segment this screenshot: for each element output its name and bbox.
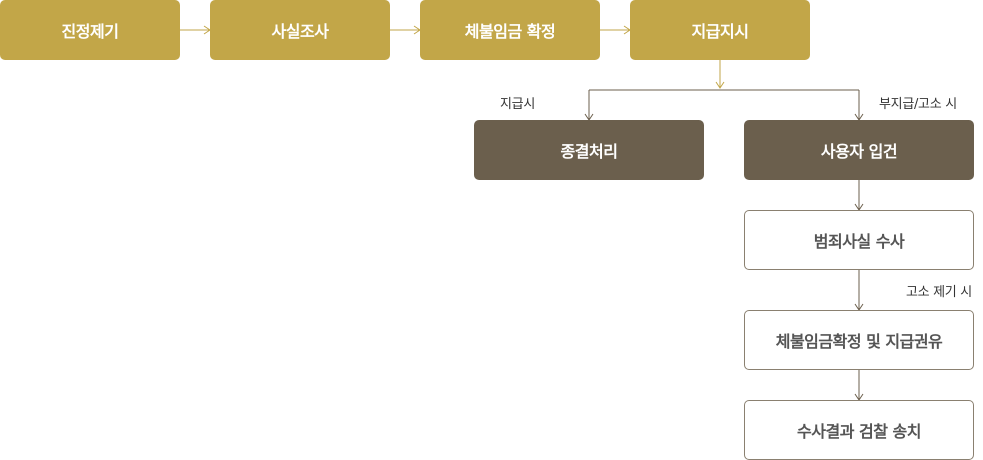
- box-label: 사용자 입건: [820, 142, 898, 161]
- investigation-arrow-2: [854, 270, 864, 311]
- step-label: 사실조사: [271, 22, 329, 41]
- box-wage-confirm-recommend: 체불임금확정 및 지급권유: [744, 310, 974, 370]
- box-label: 체불임금확정 및 지급권유: [775, 332, 943, 351]
- investigation-arrow-1: [854, 180, 864, 211]
- investigation-arrow-3: [854, 370, 864, 401]
- step-arrow-3: [600, 25, 631, 35]
- box-label: 범죄사실 수사: [813, 232, 905, 251]
- branch-label-paid: 지급시: [500, 97, 535, 112]
- step-arrow-1: [180, 25, 211, 35]
- complaint-filed-label: 고소 제기 시: [906, 285, 972, 300]
- step-wage-confirmation: 체불임금 확정: [420, 0, 600, 60]
- step-fact-investigation: 사실조사: [210, 0, 390, 60]
- step-payment-order: 지급지시: [630, 0, 810, 60]
- box-label: 종결처리: [560, 142, 618, 161]
- step-arrow-2: [390, 25, 421, 35]
- box-employer-booked: 사용자 입건: [744, 120, 974, 180]
- box-crime-investigation: 범죄사실 수사: [744, 210, 974, 270]
- step-label: 지급지시: [691, 22, 749, 41]
- branch-label-unpaid: 부지급/고소 시: [879, 97, 957, 112]
- step-label: 진정제기: [61, 22, 119, 41]
- box-label: 수사결과 검찰 송치: [797, 422, 921, 441]
- branch-stem-arrow: [715, 60, 725, 89]
- branch-split-line: [584, 89, 864, 121]
- box-send-to-prosecution: 수사결과 검찰 송치: [744, 400, 974, 460]
- box-case-closed: 종결처리: [474, 120, 704, 180]
- step-complaint-filed: 진정제기: [0, 0, 180, 60]
- step-label: 체불임금 확정: [464, 22, 556, 41]
